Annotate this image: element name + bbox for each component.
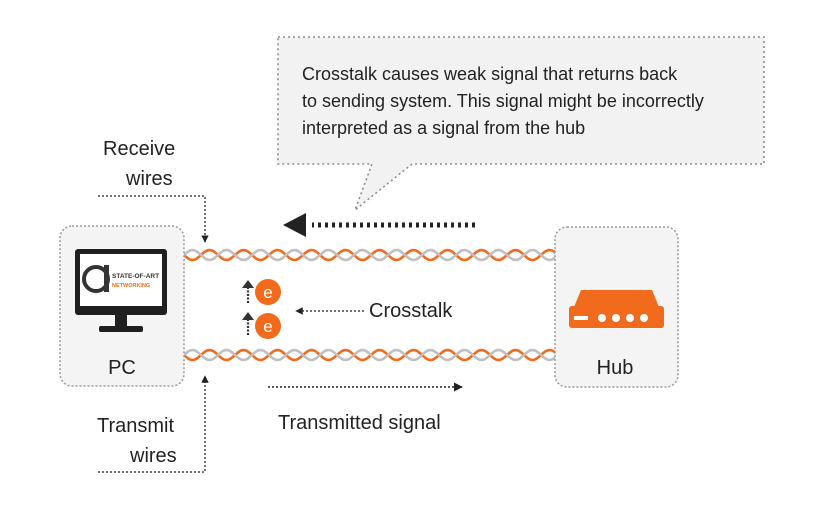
electron-icon: e: [255, 313, 281, 339]
callout-shape: [277, 36, 765, 213]
hub-label: Hub: [597, 357, 634, 379]
callout-line-3: interpreted as a signal from the hub: [302, 118, 585, 138]
callout-bubble: Crosstalk causes weak signal that return…: [277, 36, 765, 213]
receive-pointer-line: [98, 195, 209, 243]
logo-line2: NETWORKING: [112, 283, 150, 289]
electron-up-arrow-head: [242, 312, 254, 320]
return-arrow-head: [283, 213, 306, 237]
transmit-label-line2: wires: [129, 445, 177, 467]
return-signal-arrow: [283, 213, 475, 237]
pc-label: PC: [108, 357, 136, 379]
transmit-wire-gray: [183, 348, 557, 362]
electron-letter: e: [263, 317, 272, 336]
transmitted-signal-label: Transmitted signal: [278, 412, 441, 434]
receive-wire-gray: [183, 248, 557, 262]
electron-letter: e: [263, 283, 272, 302]
electron-icon: e: [255, 279, 281, 305]
receive-label-line1: Receive: [103, 138, 175, 160]
callout-line-2: to sending system. This signal might be …: [302, 91, 704, 111]
receive-pointer: [98, 195, 209, 243]
receive-wire-orange: [183, 248, 557, 262]
receive-label-line2: wires: [125, 168, 173, 190]
transmit-label-line1: Transmit: [97, 415, 174, 437]
callout-line-1: Crosstalk causes weak signal that return…: [302, 64, 678, 84]
monitor-icon: STATE-OF-ART NETWORKING: [75, 249, 167, 332]
transmit-wire-orange: [183, 348, 557, 362]
electron-group: e e: [242, 279, 281, 339]
transmit-wire-pair: [183, 348, 557, 362]
logo-line1: STATE-OF-ART: [112, 273, 159, 280]
crosstalk-label: Crosstalk: [369, 300, 453, 322]
pc-node: STATE-OF-ART NETWORKING PC: [59, 225, 185, 387]
hub-node: Hub: [554, 226, 679, 388]
network-hub-icon: [569, 290, 664, 328]
receive-wire-pair: [183, 248, 557, 262]
electron-up-arrow-head: [242, 280, 254, 288]
